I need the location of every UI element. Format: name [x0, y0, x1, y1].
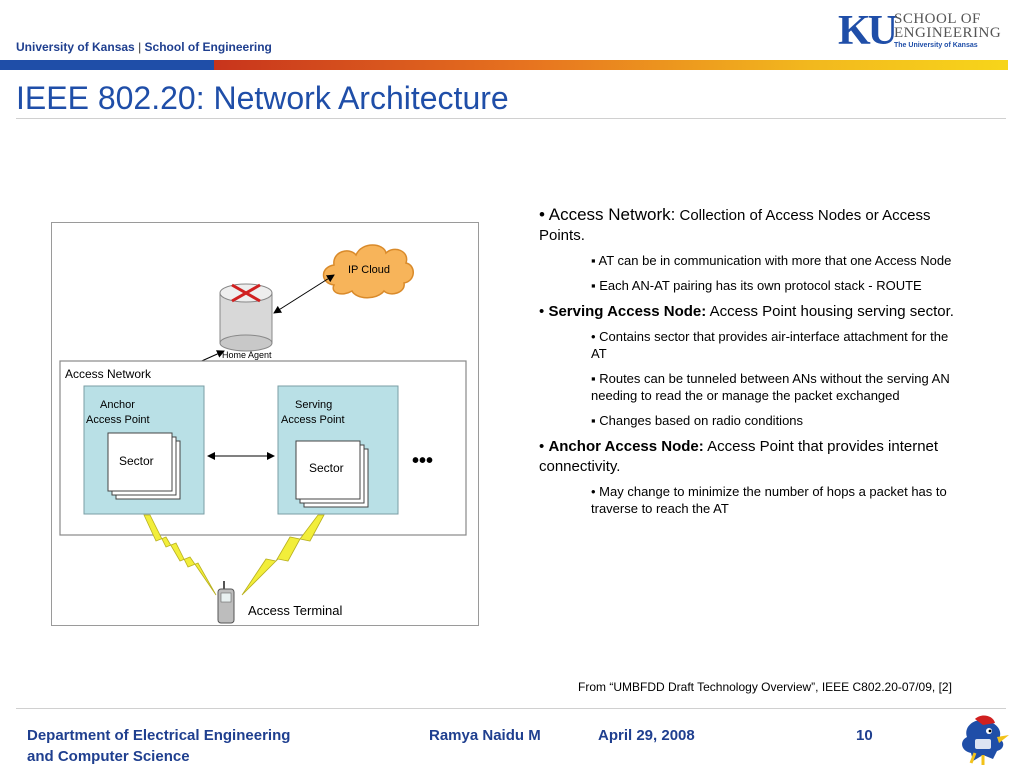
footer-department: Department of Electrical Engineering and…: [27, 725, 290, 767]
serving-ap-label-1: Serving: [295, 399, 332, 411]
ip-cloud-icon: [322, 244, 414, 299]
sector-left-label: Sector: [119, 454, 154, 468]
slide-title: IEEE 802.20: Network Architecture: [16, 80, 509, 116]
logo-line1: SCHOOL OF: [894, 11, 981, 27]
logo-line2: ENGINEERING: [894, 25, 1002, 41]
sub-bullet: ▪ Each AN-AT pairing has its own protoco…: [591, 278, 922, 293]
anchor-ap-label-1: Anchor: [100, 399, 135, 411]
bullet-anchor-term: Anchor Access Node:: [548, 438, 704, 455]
bullet-access-network-def: Collection of Access Nodes or Access Poi…: [539, 207, 931, 244]
home-agent-label: Home Agent: [222, 350, 272, 360]
header-bar-blue: [0, 60, 214, 70]
bullet-list: • Access Network: Collection of Access N…: [539, 205, 959, 525]
sub-bullet: • Contains sector that provides air-inte…: [591, 329, 949, 361]
header-separator: |: [138, 40, 142, 54]
header-color-bar: [0, 60, 1008, 70]
lightning-bolt-icon: [241, 514, 325, 596]
bullet-anchor-access-node: • Anchor Access Node: Access Point that …: [539, 437, 959, 477]
mobile-phone-icon: [217, 581, 235, 624]
network-architecture-diagram: IP Cloud Home Agent Access Network Ancho…: [51, 222, 479, 626]
sub-bullet: ▪ Changes based on radio conditions: [591, 413, 804, 428]
access-terminal-label: Access Terminal: [248, 603, 343, 618]
jayhawk-icon: [962, 715, 1009, 765]
bullet-access-network-term: • Access Network:: [539, 205, 676, 224]
title-divider: [16, 118, 1006, 119]
ip-cloud-label: IP Cloud: [348, 264, 390, 276]
logo-ku-letters: KU: [838, 8, 898, 54]
university-name: University of Kansas: [16, 40, 135, 54]
bullet-serving-def: Access Point housing serving sector.: [709, 303, 954, 320]
anchor-ap-label-2: Access Point: [86, 414, 150, 426]
footer-date: April 29, 2008: [598, 727, 695, 744]
lightning-bolt-icon: [143, 514, 217, 596]
footer-department-line1: Department of Electrical Engineering: [27, 727, 291, 744]
footer-department-line2: and Computer Science: [27, 748, 190, 765]
source-citation: From “UMBFDD Draft Technology Overview”,…: [578, 680, 952, 694]
bullet-marker: •: [539, 303, 545, 320]
header-university: University of Kansas | School of Enginee…: [16, 40, 272, 54]
logo-subtitle: The University of Kansas: [894, 42, 978, 49]
footer-divider: [16, 708, 1006, 709]
bullet-anchor-def: Access Point that provides internet conn…: [539, 438, 939, 475]
footer-page-number: 10: [856, 727, 873, 744]
bullet-marker: •: [539, 438, 545, 455]
diagram-svg: IP Cloud Home Agent Access Network Ancho…: [59, 244, 467, 624]
more-nodes-ellipsis: •••: [412, 450, 433, 472]
bullet-access-network: • Access Network: Collection of Access N…: [539, 205, 959, 246]
sub-bullet: • May change to minimize the number of h…: [591, 484, 947, 516]
sub-bullet: ▪ Routes can be tunneled between ANs wit…: [591, 371, 950, 403]
footer-author: Ramya Naidu M: [429, 727, 541, 744]
header-bar-gradient: [214, 60, 1008, 70]
ku-engineering-logo: KU SCHOOL OF ENGINEERING The University …: [838, 10, 1008, 54]
bullet-serving-access-node: • Serving Access Node: Access Point hous…: [539, 302, 959, 322]
sub-bullet: ▪ AT can be in communication with more t…: [591, 253, 952, 268]
sector-stack-right: [295, 440, 369, 508]
sector-right-label: Sector: [309, 461, 344, 475]
access-network-label: Access Network: [65, 367, 152, 381]
router-icon: [219, 283, 273, 352]
logo-school-text: SCHOOL OF ENGINEERING: [894, 11, 1002, 41]
bullet-serving-term: Serving Access Node:: [548, 303, 707, 320]
sector-stack-left: [107, 432, 181, 500]
router-cloud-link: [273, 274, 335, 314]
serving-ap-label-2: Access Point: [281, 414, 345, 426]
school-name: School of Engineering: [144, 40, 272, 54]
